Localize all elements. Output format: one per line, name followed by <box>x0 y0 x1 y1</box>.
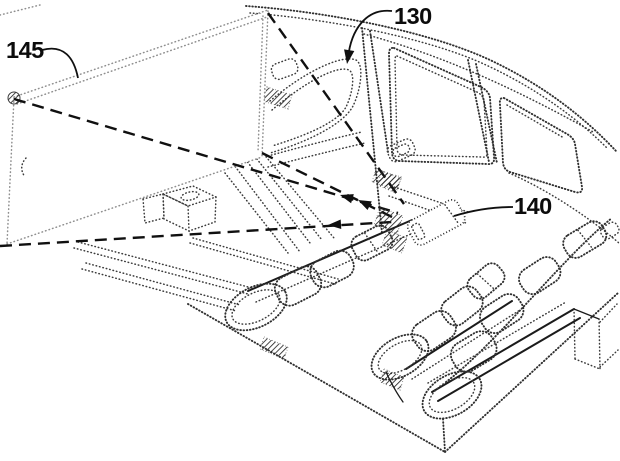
seat-frame-bracket <box>573 303 619 370</box>
floor-tracks <box>73 237 339 312</box>
ray-arrowhead <box>340 194 354 204</box>
projector-mount-hatch <box>381 229 408 254</box>
headrest <box>562 220 608 259</box>
headrest <box>350 224 394 262</box>
callout-130: 130 <box>344 3 433 64</box>
ray-arrowhead <box>358 200 372 211</box>
headrest-post <box>599 221 620 240</box>
door-speaker-hatch <box>262 86 293 110</box>
ray-arrowhead <box>328 219 342 230</box>
callout-145-leader <box>41 47 79 79</box>
projector-mount-hatch <box>373 206 404 235</box>
rear-window <box>498 96 620 245</box>
seat-foot-hatch <box>379 368 405 391</box>
headrest <box>466 262 506 300</box>
b-pillar <box>361 27 389 234</box>
callout-130-label: 130 <box>394 3 432 29</box>
callout-140-leader <box>453 206 514 217</box>
callout-145: 145 <box>6 37 79 79</box>
door-switch-pod <box>270 58 299 81</box>
seat-middle-right <box>370 262 521 403</box>
seat-mount-hatch <box>259 336 289 360</box>
middle-window <box>388 46 496 166</box>
projection-screen <box>6 9 269 245</box>
callout-140-label: 140 <box>514 193 552 219</box>
seat-platform-rails <box>224 145 335 254</box>
callout-145-label: 145 <box>6 37 44 63</box>
seat-rear-right <box>421 217 620 420</box>
screen-fold-mark <box>21 157 27 178</box>
floor-console-box <box>142 185 219 233</box>
c-pillar <box>467 59 498 164</box>
roof-line <box>0 4 617 152</box>
projector-body <box>406 198 466 246</box>
floor-edge <box>187 292 619 453</box>
callout-140: 140 <box>453 193 553 219</box>
projector-unit <box>373 170 466 254</box>
seat-middle-left <box>224 219 421 360</box>
callout-130-arrowhead <box>344 49 355 64</box>
screen-anchor-dot <box>7 91 21 105</box>
projector-mount-hatch <box>376 170 402 194</box>
door-panel <box>262 58 469 224</box>
door-handle <box>386 138 416 163</box>
